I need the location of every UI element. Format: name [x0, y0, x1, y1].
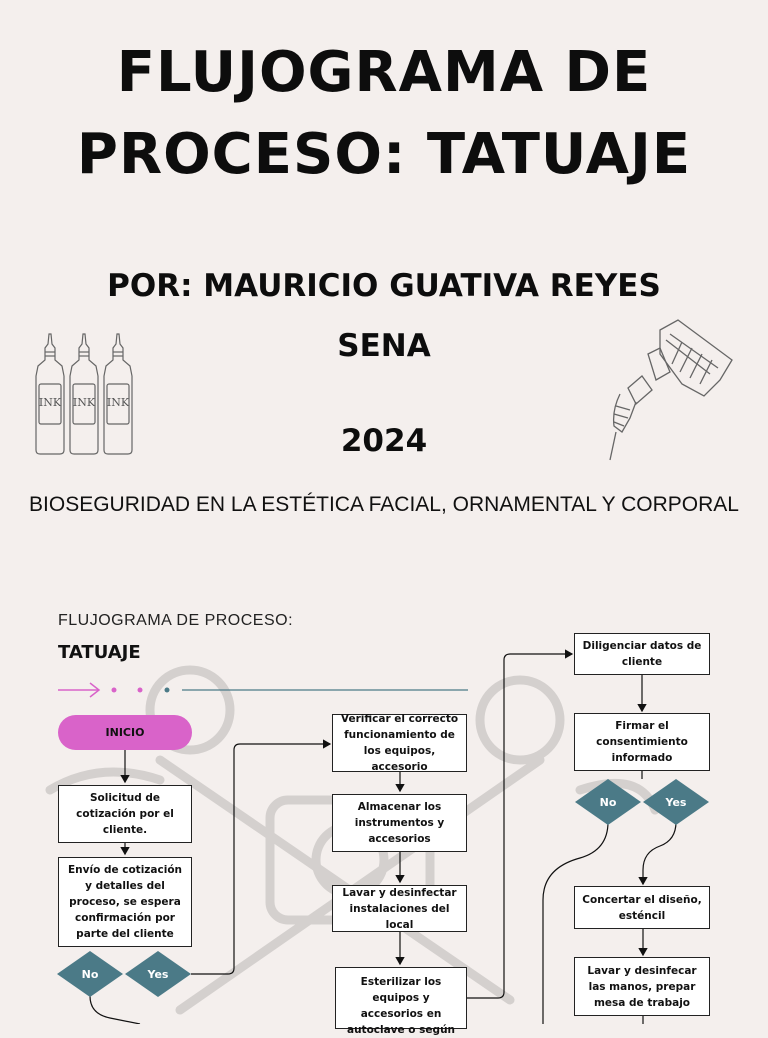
decision-yes-2: Yes	[643, 779, 709, 825]
page-title-line1: FLUJOGRAMA DE	[116, 40, 652, 105]
dot-pink-2	[137, 687, 143, 693]
step-diligenciar-datos: Diligenciar datos de cliente	[574, 633, 710, 675]
year-line: 2024	[340, 423, 428, 459]
decision-no-1-label: No	[81, 967, 99, 981]
author-line: POR: MAURICIO GUATIVA REYES	[107, 268, 661, 304]
flowchart-heading: FLUJOGRAMA DE PROCESO:	[58, 612, 294, 629]
step-esterilizar-equipos: Esterilizar los equipos y accesorios en …	[335, 967, 467, 1036]
ink-bottle-1	[35, 333, 65, 455]
page-title-line2: PROCESO: TATUAJE	[76, 122, 692, 187]
dot-teal	[164, 687, 170, 693]
flowchart-subheading: TATUAJE	[58, 642, 141, 663]
decision-no-2-label: No	[599, 795, 617, 809]
step-lavar-instalaciones: Lavar y desinfectar instalaciones del lo…	[332, 885, 467, 932]
ink-bottle-label-2: INK	[73, 396, 96, 409]
ink-bottle-2	[69, 333, 99, 455]
start-node: INICIO	[58, 715, 192, 750]
decision-yes-1-label: Yes	[147, 967, 169, 981]
course-line: BIOSEGURIDAD EN LA ESTÉTICA FACIAL, ORNA…	[29, 493, 739, 516]
decorative-arrow-line	[58, 682, 468, 698]
decision-no-1: No	[57, 951, 123, 997]
step-envio-cotizacion: Envío de cotización y detalles del proce…	[58, 857, 192, 947]
step-solicitud-cotizacion: Solicitud de cotización por el cliente.	[58, 785, 192, 843]
step-concertar-diseno: Concertar el diseño, esténcil	[574, 886, 710, 929]
decision-no-2: No	[575, 779, 641, 825]
step-firmar-consentimiento: Firmar el consentimiento informado	[574, 713, 710, 771]
dot-pink-1	[111, 687, 117, 693]
ink-bottle-label-1: INK	[39, 396, 62, 409]
decision-yes-1: Yes	[125, 951, 191, 997]
step-lavar-manos: Lavar y desinfecar las manos, prepar mes…	[574, 957, 710, 1016]
tattoo-machine-illustration	[609, 319, 733, 461]
ink-bottle-3	[103, 333, 133, 455]
decision-yes-2-label: Yes	[665, 795, 687, 809]
institution-line: SENA	[337, 328, 431, 364]
ink-bottles-illustration: INK INK INK	[35, 333, 133, 455]
step-verificar-equipos: Verificar el correcto funcionamiento de …	[332, 713, 467, 773]
ink-bottle-label-3: INK	[107, 396, 130, 409]
step-almacenar-instrumentos: Almacenar los instrumentos y accesorios	[332, 794, 467, 852]
